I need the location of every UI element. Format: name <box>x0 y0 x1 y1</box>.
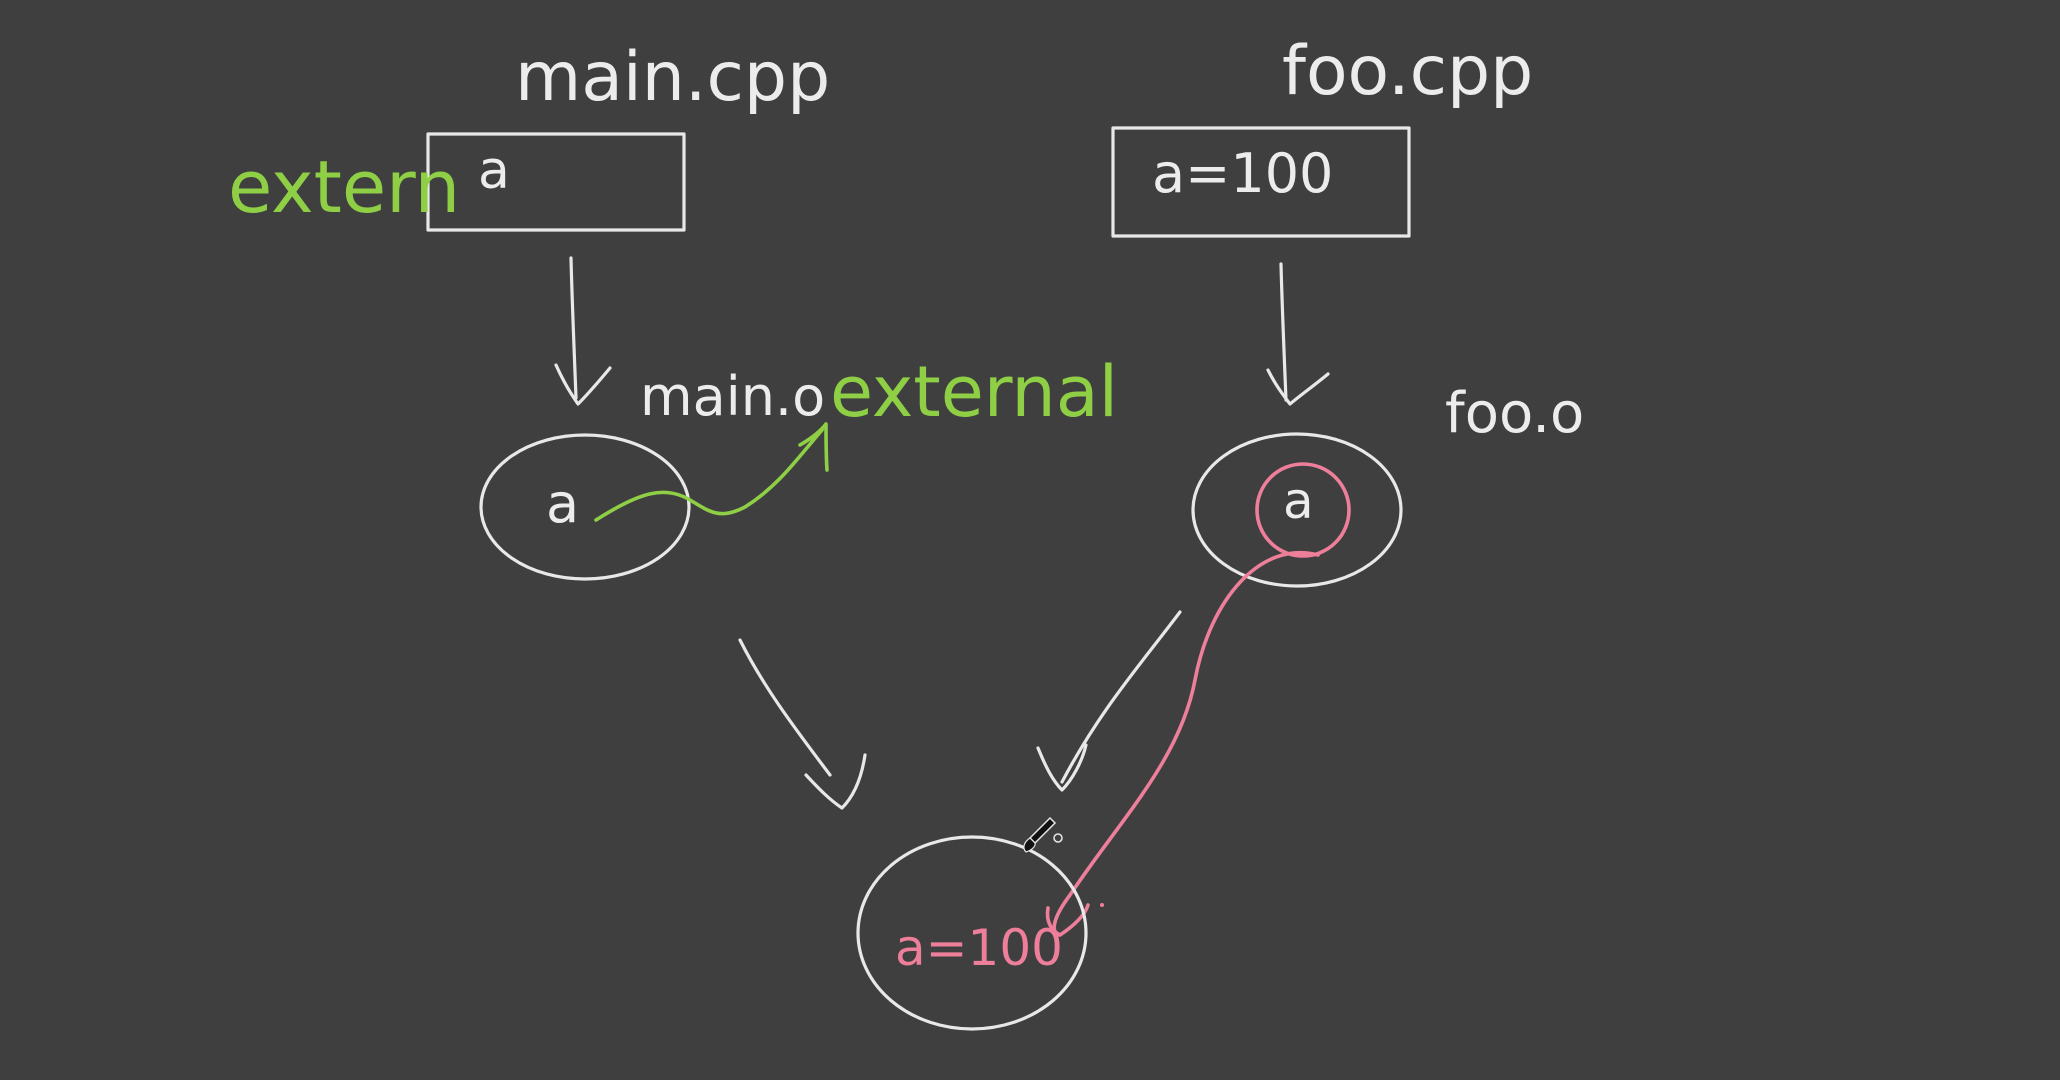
brush-cursor-icon <box>1023 816 1063 853</box>
foo-o-circle <box>1191 432 1403 588</box>
foo-cpp-label: foo.cpp <box>1282 32 1533 111</box>
main-o-symbol: a <box>546 472 579 535</box>
foo-cpp-content: a=100 <box>1152 142 1333 205</box>
extern-keyword: extern <box>228 145 460 229</box>
definition-link-arrow <box>1045 551 1320 937</box>
foo-cpp-box <box>1111 126 1411 238</box>
foo-o-symbol-highlight <box>1255 462 1351 558</box>
foo-cpp-group: foo.cpp a=100 <box>1111 32 1533 238</box>
foo-o-symbol: a <box>1283 472 1314 530</box>
linked-result-circle <box>856 835 1088 1031</box>
main-o-label: main.o <box>640 365 825 428</box>
foo-o-group: foo.o a <box>1191 381 1584 588</box>
linked-result-content: a=100 <box>895 919 1063 977</box>
link-arrow-left <box>738 638 867 810</box>
chalk-dot <box>1100 903 1104 907</box>
external-note: external <box>830 351 1118 433</box>
linked-result-group: a=100 <box>856 835 1088 1031</box>
main-o-group: main.o a external <box>479 351 1118 581</box>
foo-o-label: foo.o <box>1445 381 1584 446</box>
link-arrow-right <box>1036 610 1182 792</box>
main-cpp-content: a <box>478 141 510 201</box>
compile-arrow-foo <box>1266 262 1330 406</box>
main-o-circle <box>479 433 691 581</box>
compile-arrow-main <box>554 256 612 406</box>
main-cpp-group: main.cpp a extern <box>228 38 830 232</box>
main-cpp-label: main.cpp <box>515 38 830 117</box>
main-cpp-box <box>426 132 686 232</box>
external-link-arrow <box>594 422 829 522</box>
